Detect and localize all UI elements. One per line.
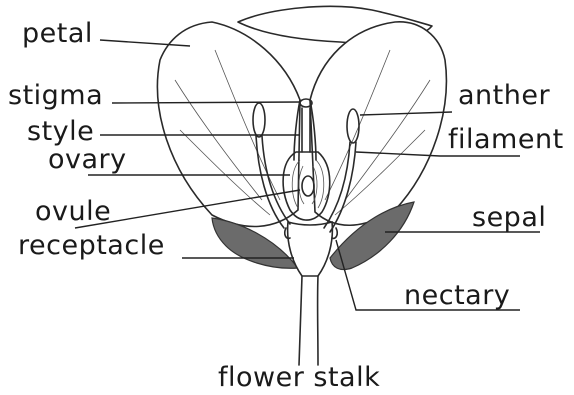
label-petal: petal: [22, 18, 93, 49]
label-filament: filament: [448, 124, 564, 155]
petal-left: [157, 22, 300, 226]
label-style: style: [27, 116, 94, 147]
label-anther: anther: [458, 80, 550, 111]
label-receptacle: receptacle: [18, 230, 165, 261]
leader-stigma: [112, 102, 300, 103]
label-ovary: ovary: [48, 144, 127, 175]
label-flower-stalk: flower stalk: [218, 362, 380, 393]
ovule: [302, 176, 314, 196]
petal-right: [310, 22, 446, 225]
label-stigma: stigma: [8, 80, 103, 111]
label-ovule: ovule: [35, 196, 111, 227]
label-sepal: sepal: [472, 202, 546, 233]
flower-stalk: [299, 276, 302, 365]
label-nectary: nectary: [404, 280, 510, 311]
